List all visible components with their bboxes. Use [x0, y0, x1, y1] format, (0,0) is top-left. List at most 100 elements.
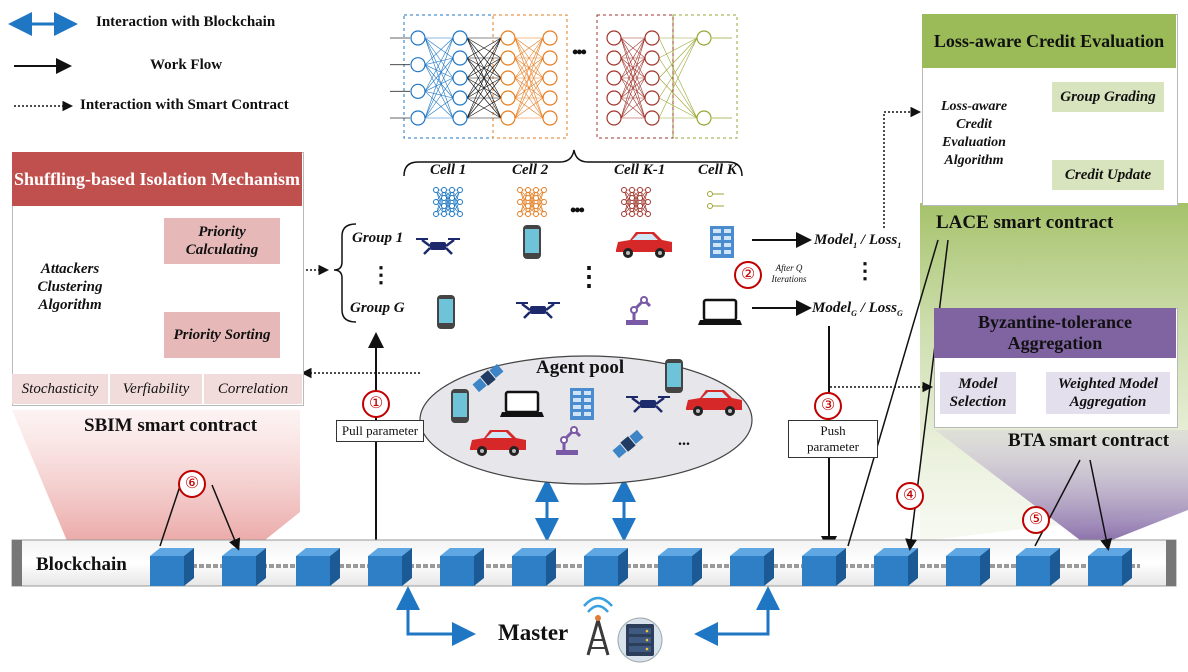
sbim-contract-label: SBIM smart contract: [84, 415, 258, 436]
bta-projection: [935, 430, 1188, 540]
cell-k-1-label: Cell K-1: [614, 162, 666, 178]
chain-block: [1016, 548, 1060, 586]
satellite-icon: [612, 429, 644, 459]
drone-icon: [626, 396, 670, 413]
nn-node: [644, 70, 660, 86]
robot-arm-icon: [626, 296, 652, 325]
nn-node: [542, 30, 558, 46]
agent-pool-label: Agent pool: [536, 357, 625, 378]
phone-icon: [665, 359, 683, 393]
chain-block: [440, 548, 484, 586]
agent-vdots: ⋮: [576, 262, 602, 291]
cell-network-icon: [621, 187, 651, 217]
chain-block: [584, 548, 628, 586]
robot-arm-icon: [556, 426, 582, 455]
nn-node: [606, 70, 622, 86]
nn-node: [644, 90, 660, 106]
model-vdots: ⋮: [854, 258, 876, 283]
nn-node: [606, 110, 622, 126]
phone-icon: [523, 225, 541, 259]
nn-node: [410, 30, 426, 46]
group-1-label: Group 1: [352, 230, 404, 246]
step-3-marker: ③: [814, 392, 842, 420]
lace-credit-update: Credit Update: [1052, 160, 1164, 190]
lace-group-grading: Group Grading: [1052, 82, 1164, 112]
satellite-icon: [472, 363, 504, 393]
nn-node: [606, 30, 622, 46]
phone-icon: [451, 389, 469, 423]
cell-k-network-icon: [707, 191, 724, 209]
lace-title: Loss-aware Credit Evaluation: [922, 14, 1176, 68]
master-label: Master: [498, 620, 569, 645]
sbim-priority-calculating: Priority Calculating: [164, 218, 280, 264]
drone-icon: [516, 302, 560, 319]
step-1-marker: ①: [362, 390, 390, 418]
nn-node: [410, 57, 426, 73]
legend-blockchain-label: Interaction with Blockchain: [96, 14, 276, 30]
model-loss-1: Model1 / Loss1: [814, 232, 902, 250]
blockchain-label: Blockchain: [36, 554, 127, 575]
car-icon: [686, 390, 742, 416]
sbim-algorithm-label: Attackers Clustering Algorithm: [37, 261, 103, 313]
chain-block: [296, 548, 340, 586]
nn-node: [644, 50, 660, 66]
nn-node: [500, 110, 516, 126]
nn-node: [696, 30, 712, 46]
sbim-prop-stochasticity: Stochasticity: [12, 374, 108, 404]
nn-node: [410, 110, 426, 126]
nn-node: [606, 90, 622, 106]
laptop-icon: [500, 390, 544, 417]
nn-node: [696, 110, 712, 126]
laptop-icon: [698, 298, 742, 325]
lace-contract-label: LACE smart contract: [936, 212, 1114, 233]
chain-block: [658, 548, 702, 586]
nn-node: [542, 110, 558, 126]
chain-block: [150, 548, 194, 586]
model-loss-g: ModelG / LossG: [812, 300, 903, 318]
nn-node: [452, 110, 468, 126]
cell-2-label: Cell 2: [512, 162, 549, 178]
nn-node: [500, 30, 516, 46]
legend-workflow-label: Work Flow: [150, 57, 223, 73]
group-brace: [333, 223, 357, 323]
sbim-priority-sorting: Priority Sorting: [164, 312, 280, 358]
cell-k-label: Cell K: [698, 162, 737, 178]
nn-node: [452, 90, 468, 106]
server-icon: [570, 388, 594, 420]
nn-node: [606, 50, 622, 66]
phone-icon: [437, 295, 455, 329]
lace-algorithm-label: Loss-aware Credit Evaluation Algorithm: [940, 99, 1008, 168]
nn-node: [500, 90, 516, 106]
nn-node: [644, 30, 660, 46]
sbim-prop-correlation: Correlation: [204, 374, 302, 404]
step-2-marker: ②: [734, 261, 762, 289]
nn-node: [542, 90, 558, 106]
chain-block: [222, 548, 266, 586]
push-parameter-label: Push parameter: [788, 420, 878, 458]
chain-block: [730, 548, 774, 586]
step-6-marker: ⑥: [178, 470, 206, 498]
cell-brace: [403, 149, 743, 177]
after-q-iterations: After Q Iterations: [771, 263, 807, 284]
neural-network: [390, 14, 738, 139]
chain-block: [802, 548, 846, 586]
nn-node: [452, 30, 468, 46]
legend: [8, 12, 78, 112]
nn-node: [542, 70, 558, 86]
chain-block: [1088, 548, 1132, 586]
bta-model-selection: Model Selection: [940, 372, 1016, 414]
cell-1-label: Cell 1: [430, 162, 467, 178]
group-g-label: Group G: [350, 300, 405, 316]
nn-node: [644, 110, 660, 126]
chain-block: [874, 548, 918, 586]
master-tower: [583, 596, 613, 656]
cell-dots: •••: [570, 200, 585, 220]
nn-node: [410, 83, 426, 99]
step-5-marker: ⑤: [1022, 506, 1050, 534]
cell-network-icon: [433, 187, 463, 217]
sbim-title: Shuffling-based Isolation Mechanism: [12, 152, 302, 206]
chain-block: [368, 548, 412, 586]
drone-icon: [416, 238, 460, 255]
cell-network-icon: [517, 187, 547, 217]
